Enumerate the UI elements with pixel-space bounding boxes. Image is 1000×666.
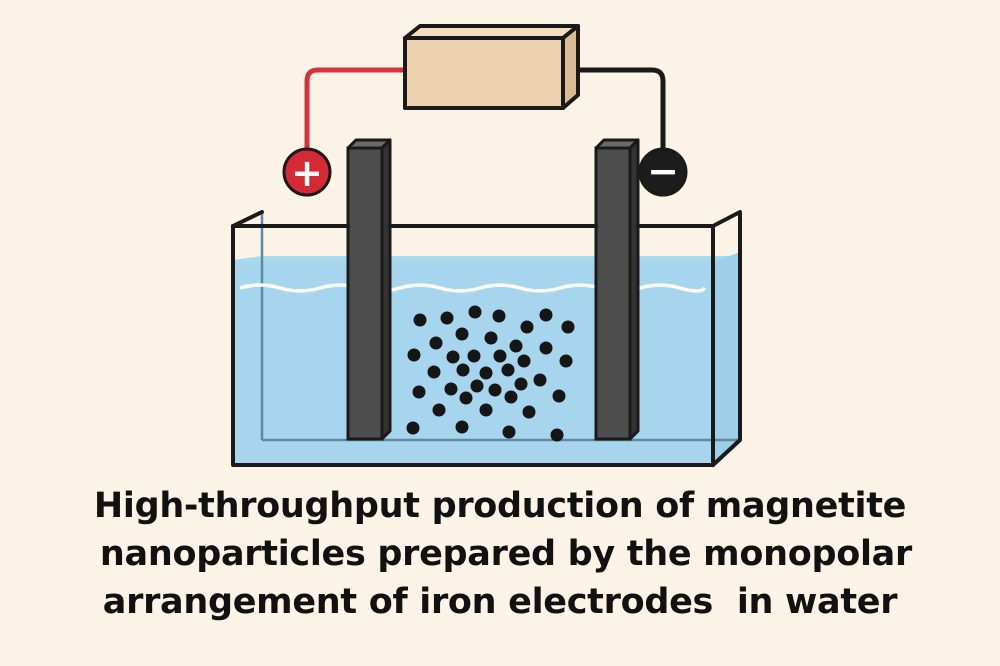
power-supply-icon [403,24,580,110]
nanoparticle [470,379,484,393]
nanoparticle [407,348,421,362]
caption-line-1: High-throughput production of magnetite [93,486,907,526]
cathode-terminal-icon: − [638,147,688,197]
positive-wire [304,67,408,153]
nanoparticle [559,354,573,368]
caption-line-2: nanoparticles prepared by the monopolar [88,534,912,574]
nanoparticle [413,313,427,327]
nanoparticle [552,389,566,403]
nanoparticle [493,349,507,363]
nanoparticle [467,349,481,363]
nanoparticle [509,339,523,353]
electrolysis-diagram: + − [231,24,742,467]
nanoparticle [446,350,460,364]
nanoparticle [432,403,446,417]
nanoparticle [429,336,443,350]
nanoparticle [456,363,470,377]
nanoparticle [455,327,469,341]
nanoparticle [459,391,473,405]
nanoparticle [539,341,553,355]
nanoparticle [479,403,493,417]
nanoparticle [517,354,531,368]
anode-terminal-icon: + [282,147,332,197]
nanoparticle [406,421,420,435]
nanoparticle [501,363,515,377]
nanoparticle [514,377,528,391]
anode-sign: + [291,151,323,195]
caption-line-3: arrangement of iron electrodes in water [102,582,898,622]
nanoparticle [520,320,534,334]
nanoparticle [561,320,575,334]
nanoparticle [550,428,564,442]
nanoparticle [455,420,469,434]
anode-electrode [346,138,392,441]
nanoparticle [539,308,553,322]
nanoparticle [468,305,482,319]
nanoparticle [502,425,516,439]
nanoparticle [504,390,518,404]
iron-electrode-icon [346,138,640,441]
nanoparticle [492,309,506,323]
water-surface [239,283,707,293]
nanoparticle [412,385,426,399]
nanoparticle [488,383,502,397]
cathode-electrode [594,138,640,441]
nanoparticle [440,311,454,325]
nanoparticle [484,331,498,345]
negative-wire [567,67,666,153]
nanoparticle [479,366,493,380]
figure-caption: High-throughput production of magnetite … [0,482,1000,626]
nanoparticle [533,373,547,387]
nanoparticle-icon [406,305,575,442]
nanoparticle [522,405,536,419]
cathode-sign: − [647,149,679,193]
nanoparticle [444,382,458,396]
tank-outline [231,210,742,467]
nanoparticle [427,365,441,379]
